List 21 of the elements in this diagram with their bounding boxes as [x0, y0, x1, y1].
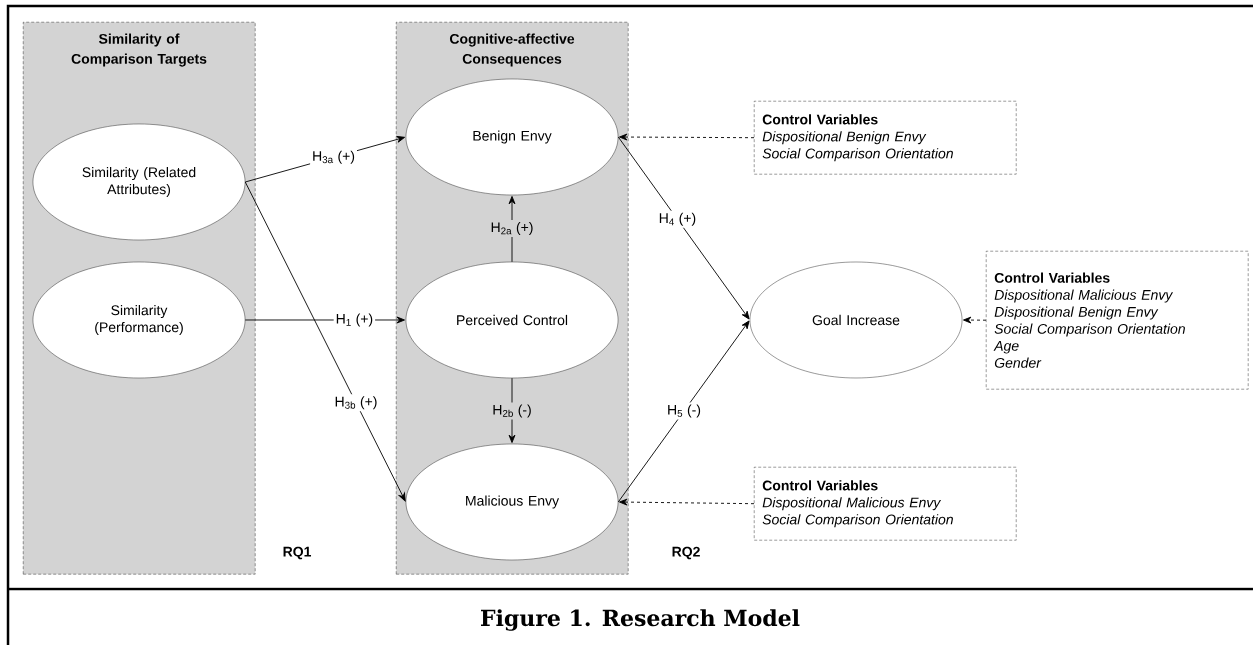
arrow [244, 181, 406, 502]
edge-label: H$_{2b}$ (-) [490, 402, 534, 420]
arrow [617, 136, 750, 320]
control-variables-box: Control Variables Dispositional Benign Envy Social Comparison Orientation [754, 101, 1017, 175]
group-heading: Similarity of Comparison Targets [71, 33, 207, 67]
arrow [963, 316, 987, 324]
research-question-label: RQ2 [672, 546, 700, 560]
edge-label: H$_{4}$ (+) [656, 210, 699, 228]
control-variables-box: Control Variables Dispositional Malicious Envy Dispositional Benign Envy Social Comparison Orientation Age Gender [986, 251, 1249, 390]
arrow [619, 133, 755, 141]
group-heading: Cognitive-affective Consequences [449, 33, 575, 67]
edge-label: H$_{3a}$ (+) [310, 148, 357, 166]
edge-label: H$_{5}$ (-) [665, 402, 703, 420]
control-variables-box: Control Variables Dispositional Malicious Envy Social Comparison Orientation [754, 467, 1017, 541]
arrow [619, 498, 755, 506]
arrow [617, 320, 750, 503]
research-question-label: RQ1 [283, 546, 311, 560]
edge-label: H$_{3b}$ (+) [332, 394, 380, 412]
edge-label: H$_{1}$ (+) [333, 311, 376, 329]
figure-caption: Figure 1. Research Model [481, 609, 800, 631]
arrow [508, 195, 516, 263]
